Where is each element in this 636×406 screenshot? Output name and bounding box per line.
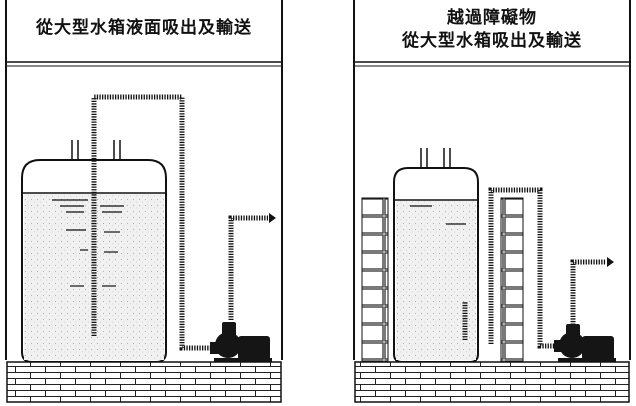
left-liquid-level-marks bbox=[52, 199, 124, 287]
right-panel-title-line2: 從大型水箱吸出及輸送 bbox=[402, 31, 582, 51]
right-liquid-level-marks bbox=[410, 205, 466, 225]
right-flow-arrow-icon bbox=[607, 257, 614, 267]
right-brick-column-left bbox=[361, 197, 389, 363]
right-tank bbox=[393, 148, 479, 363]
left-panel-title: 從大型水箱液面吸出及輸送 bbox=[36, 18, 252, 38]
left-suction-pipe bbox=[91, 94, 210, 351]
left-panel bbox=[5, 0, 283, 403]
right-panel bbox=[353, 0, 631, 403]
left-discharge-pipe bbox=[228, 215, 268, 320]
left-flow-arrow-icon bbox=[269, 213, 276, 223]
left-tank-nozzles bbox=[71, 140, 121, 160]
left-brick-floor bbox=[6, 361, 282, 403]
right-brick-floor bbox=[354, 361, 630, 403]
right-pump-icon bbox=[554, 324, 616, 362]
left-pump-icon bbox=[210, 322, 272, 362]
right-panel-title-line1: 越過障礙物 bbox=[447, 8, 537, 28]
left-tank bbox=[21, 140, 167, 363]
right-suction-pipe bbox=[462, 187, 556, 349]
right-discharge-pipe bbox=[570, 259, 606, 330]
right-tank-nozzles bbox=[420, 148, 451, 168]
right-obstacle-column bbox=[500, 197, 524, 363]
